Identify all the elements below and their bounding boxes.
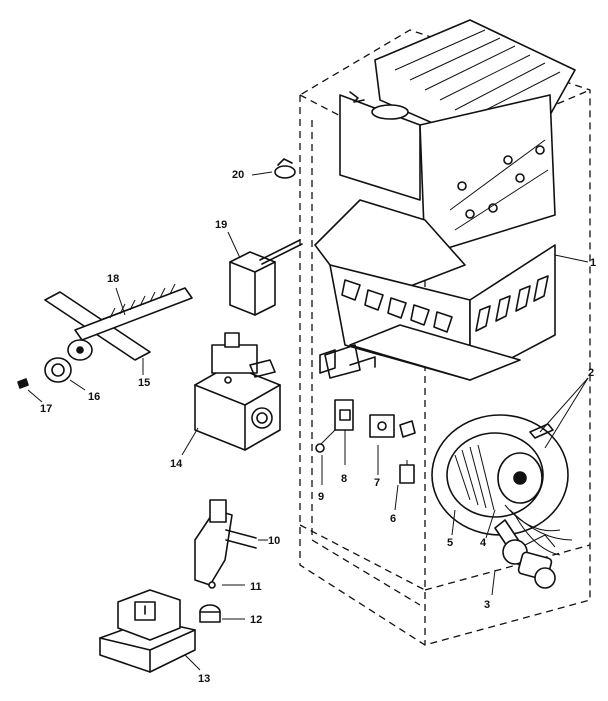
part-label-18: 18 [107, 273, 119, 285]
part-label-13: 13 [198, 673, 210, 685]
part-label-10: 10 [268, 535, 280, 547]
part-label-5: 5 [447, 537, 453, 549]
blower-assembly [431, 414, 573, 559]
part-label-19: 19 [215, 219, 227, 231]
part-label-4: 4 [480, 537, 487, 549]
limit-switch [315, 399, 354, 453]
part-label-3: 3 [484, 599, 490, 611]
part-label-11: 11 [250, 581, 262, 593]
flame-sensor [229, 239, 303, 316]
heat-exchanger [314, 19, 576, 381]
capacitor [502, 534, 556, 589]
part-label-9: 9 [318, 491, 324, 503]
bracket-parts [319, 349, 376, 374]
part-label-7: 7 [374, 477, 380, 489]
part-label-17: 17 [40, 403, 52, 415]
burner-assembly [17, 283, 193, 389]
part-label-2: 2 [588, 367, 594, 379]
transformer [99, 589, 196, 673]
part-label-20: 20 [232, 169, 244, 181]
side-louvers [475, 275, 549, 332]
leader-lines [27, 171, 589, 671]
part-label-1: 1 [590, 257, 596, 269]
pilot-assembly [194, 499, 257, 623]
limit-disc [274, 158, 296, 179]
burner-ports [341, 279, 453, 333]
part-label-14: 14 [170, 458, 183, 470]
gas-valve [194, 332, 281, 451]
part-label-8: 8 [341, 473, 347, 485]
flame-rollout-switch [369, 414, 416, 438]
pressure-switch-connector [399, 460, 415, 484]
part-labels: 1 2 3 4 5 6 7 8 9 10 11 12 13 14 15 16 1… [40, 169, 596, 685]
part-label-6: 6 [390, 513, 396, 525]
part-label-15: 15 [138, 377, 150, 389]
part-label-16: 16 [88, 391, 100, 403]
part-label-12: 12 [250, 614, 262, 626]
